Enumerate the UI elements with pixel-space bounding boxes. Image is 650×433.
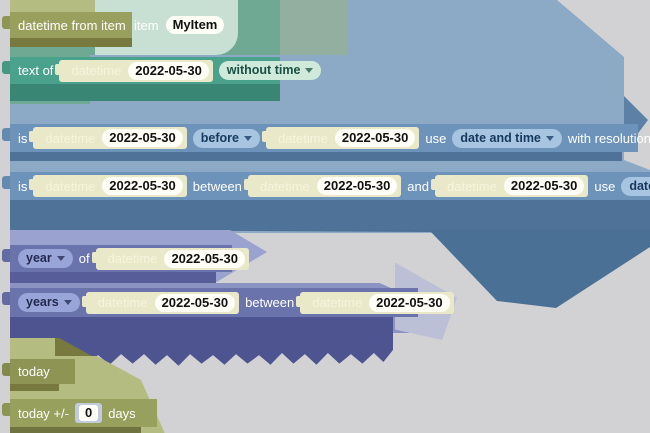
and-label: and (407, 178, 429, 194)
block-label: datetime from item (18, 17, 126, 33)
output-connector-icon (2, 61, 10, 74)
chevron-down-icon (63, 300, 72, 305)
block-today[interactable]: today (2, 359, 75, 384)
output-connector-icon (2, 363, 10, 376)
block-datetime-from-item[interactable]: datetime from item (2, 12, 132, 38)
date-field[interactable]: 2022-05-30 (334, 129, 416, 147)
block-shadow-stripe (10, 38, 132, 47)
resolution-label: with resolution of (567, 130, 650, 146)
date-field[interactable]: 2022-05-30 (316, 177, 398, 195)
date-field[interactable]: 2022-05-30 (503, 177, 585, 195)
date-field[interactable]: 2022-05-30 (128, 61, 209, 80)
datetime-label: datetime (312, 295, 363, 310)
calendar-dropdown[interactable]: date and time (621, 176, 650, 196)
block-datetime-literal[interactable]: datetime 2022-05-30 (430, 175, 589, 197)
output-connector-icon (2, 249, 10, 262)
block-is-before[interactable]: is datetime 2022-05-30 before datetime 2… (2, 124, 650, 152)
item-label: item (134, 17, 159, 33)
offset-number-field[interactable]: 0 (78, 405, 99, 421)
compare-op-dropdown[interactable]: before (192, 128, 260, 148)
output-connector-icon (2, 176, 10, 189)
dropdown-value: year (26, 251, 52, 265)
item-name-field[interactable]: MyItem (165, 16, 225, 34)
clipped-next-block (10, 427, 141, 433)
output-connector-icon (2, 403, 10, 416)
block-shadow-stripe (10, 152, 622, 161)
between-label: between (192, 178, 242, 194)
use-label: use (594, 178, 616, 194)
date-field[interactable]: 2022-05-30 (102, 177, 183, 195)
datetime-label: datetime (45, 178, 96, 194)
block-year-of[interactable]: year of datetime 2022-05-30 (2, 245, 249, 272)
number-input-socket: 0 (74, 403, 103, 423)
format-dropdown[interactable]: without time (218, 61, 322, 80)
block-datetime-literal[interactable]: datetime 2022-05-30 (296, 291, 454, 314)
chevron-down-icon (56, 256, 65, 261)
olive-shadow-top (10, 0, 95, 12)
use-label: use (425, 130, 447, 146)
datetime-label: datetime (97, 295, 148, 310)
block-datetime-literal[interactable]: datetime 2022-05-30 (81, 291, 240, 314)
days-label: days (108, 405, 136, 421)
datetime-label: datetime (259, 178, 310, 194)
block-item[interactable]: item MyItem (134, 14, 225, 36)
dropdown-value: before (200, 130, 239, 145)
block-shadow-stripe (10, 84, 280, 101)
datetime-label: datetime (277, 130, 328, 146)
datetime-label: datetime (71, 63, 122, 78)
block-datetime-literal[interactable]: datetime 2022-05-30 (261, 127, 420, 149)
block-is-between[interactable]: is datetime 2022-05-30 between datetime … (2, 172, 650, 200)
block-label: text of (18, 63, 54, 78)
is-label: is (18, 130, 28, 146)
block-datetime-literal[interactable]: datetime 2022-05-30 (55, 59, 213, 82)
block-datetime-literal[interactable]: datetime 2022-05-30 (29, 175, 187, 197)
block-datetime-literal[interactable]: datetime 2022-05-30 (29, 127, 187, 149)
datetime-label: datetime (45, 130, 96, 146)
block-label: today +/- (18, 405, 69, 421)
block-today-offset[interactable]: today +/- 0 days (2, 399, 157, 427)
block-shadow-stripe (10, 272, 216, 283)
output-connector-icon (2, 16, 10, 29)
olive-shadow-small (10, 338, 55, 358)
dropdown-value: years (26, 295, 59, 309)
is-label: is (18, 178, 28, 194)
chevron-down-icon (305, 68, 314, 73)
chevron-down-icon (545, 135, 554, 141)
unit-dropdown[interactable]: year (18, 249, 73, 268)
unit-dropdown[interactable]: years (18, 293, 80, 312)
block-label: today (18, 364, 50, 379)
output-connector-icon (2, 128, 10, 141)
date-field[interactable]: 2022-05-30 (164, 249, 245, 268)
block-text-of[interactable]: text of datetime 2022-05-30 without time (2, 57, 322, 84)
between-label: between (245, 295, 295, 310)
dropdown-value: date and time (629, 178, 650, 193)
output-connector-icon (2, 292, 10, 305)
of-label: of (78, 251, 90, 266)
block-datetime-literal[interactable]: datetime 2022-05-30 (91, 247, 249, 270)
datetime-label: datetime (447, 178, 497, 194)
date-field[interactable]: 2022-05-30 (154, 293, 236, 312)
calendar-dropdown[interactable]: date and time (452, 128, 562, 148)
date-field[interactable]: 2022-05-30 (369, 293, 450, 312)
block-shadow-stripe (10, 384, 59, 391)
block-datetime-literal[interactable]: datetime 2022-05-30 (243, 175, 402, 197)
block-years-between[interactable]: years datetime 2022-05-30 between dateti… (2, 288, 454, 317)
dropdown-value: date and time (460, 130, 541, 145)
date-field[interactable]: 2022-05-30 (102, 129, 183, 147)
dropdown-value: without time (226, 63, 301, 77)
block-shadow-stripe (10, 200, 650, 230)
chevron-down-icon (243, 135, 252, 141)
datetime-label: datetime (107, 251, 158, 266)
